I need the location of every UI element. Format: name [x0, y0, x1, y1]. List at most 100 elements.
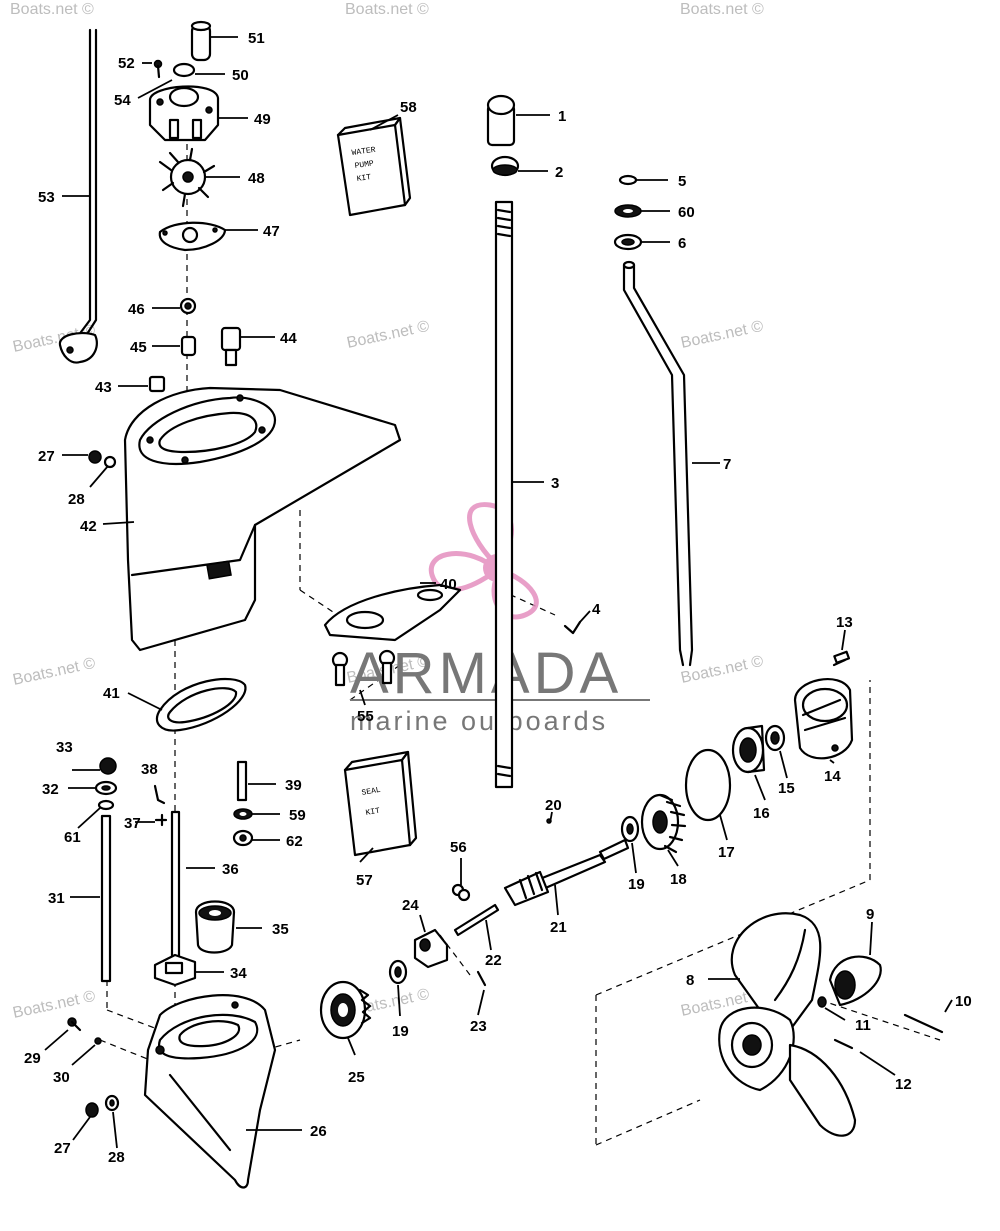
- propeller-8: [718, 912, 857, 1137]
- callout-32: 32: [42, 781, 59, 798]
- callout-4: 4: [592, 601, 601, 618]
- part-37: [154, 813, 168, 827]
- callout-59: 59: [289, 807, 306, 824]
- stud-31: [100, 814, 112, 983]
- clutch-24: [413, 928, 449, 969]
- callout-13: 13: [836, 614, 853, 631]
- part-27-top: [88, 450, 102, 464]
- watermark: Boats.net ©: [10, 1, 94, 18]
- kit-label-line: KIT: [356, 173, 372, 184]
- callout-9: 9: [866, 906, 874, 923]
- pin-22: [453, 903, 500, 937]
- callout-43: 43: [95, 379, 112, 396]
- callout-numbers: 51 52 50 54 49 48 47 46 45 44 43 53 27 2…: [24, 30, 972, 1166]
- part-45: [180, 335, 197, 357]
- part-44: [220, 326, 242, 367]
- part-30: [94, 1037, 102, 1045]
- callout-47: 47: [263, 223, 280, 240]
- bearing-16: [731, 724, 766, 774]
- callout-36: 36: [222, 861, 239, 878]
- water-pump-housing-49: [148, 85, 220, 142]
- gear-case-26: [143, 994, 277, 1189]
- watermark: Boats.net ©: [679, 318, 765, 352]
- part-28-top: [103, 455, 117, 469]
- part-12: [833, 1038, 854, 1050]
- logo-tagline: marine outboards: [350, 706, 608, 736]
- part-46: [179, 297, 197, 315]
- part-6: [613, 233, 643, 251]
- part-19-bottom: [388, 959, 408, 985]
- watermark: Boats.net ©: [11, 988, 97, 1022]
- callout-48: 48: [248, 170, 265, 187]
- callout-49: 49: [254, 111, 271, 128]
- callout-7: 7: [723, 456, 731, 473]
- callout-28: 28: [68, 491, 85, 508]
- seal-kit-box-57: SEAL KIT: [343, 750, 418, 857]
- callout-17: 17: [718, 844, 735, 861]
- part-4: [563, 620, 582, 635]
- part-5: [618, 174, 638, 186]
- part-32: [94, 780, 118, 796]
- part-55: [331, 649, 396, 687]
- gear-25: [319, 980, 372, 1040]
- part-29: [67, 1017, 82, 1032]
- callout-51: 51: [248, 30, 265, 47]
- callout-53: 53: [38, 189, 55, 206]
- callout-11: 11: [855, 1017, 871, 1034]
- callout-45: 45: [130, 339, 147, 356]
- callout-28: 28: [108, 1149, 125, 1166]
- armada-logo: ARMADA marine outboards: [350, 502, 650, 736]
- kit-label-line: PUMP: [354, 159, 374, 171]
- logo-name: ARMADA: [350, 641, 622, 706]
- callout-8: 8: [686, 972, 694, 989]
- callout-35: 35: [272, 921, 289, 938]
- bearing-carrier-14: [793, 678, 854, 760]
- callout-46: 46: [128, 301, 145, 318]
- callout-20: 20: [545, 797, 562, 814]
- part-28-bottom: [104, 1094, 120, 1112]
- part-47: [158, 221, 227, 252]
- callout-55: 55: [357, 708, 374, 725]
- part-56: [451, 883, 471, 902]
- part-40: [323, 583, 462, 642]
- callout-3: 3: [551, 475, 559, 492]
- part-2: [490, 155, 520, 177]
- part-1: [486, 94, 516, 147]
- callout-40: 40: [440, 576, 457, 593]
- part-11: [817, 996, 827, 1008]
- drive-shaft-3: [494, 200, 514, 789]
- callout-6: 6: [678, 235, 686, 252]
- callout-58: 58: [400, 99, 417, 116]
- shift-shaft-36: [170, 810, 181, 959]
- part-43: [148, 375, 166, 393]
- callout-19: 19: [392, 1023, 409, 1040]
- callout-41: 41: [103, 685, 120, 702]
- callout-1: 1: [558, 108, 566, 125]
- part-38: [153, 784, 166, 805]
- callout-18: 18: [670, 871, 687, 888]
- callout-34: 34: [230, 965, 247, 982]
- callout-22: 22: [485, 952, 502, 969]
- callout-19: 19: [628, 876, 645, 893]
- part-15: [764, 724, 786, 752]
- part-35: [194, 900, 236, 954]
- watermark: Boats.net ©: [680, 1, 764, 18]
- gasket-41: [155, 677, 247, 732]
- part-13: [832, 650, 851, 667]
- callout-14: 14: [824, 768, 841, 785]
- callout-60: 60: [678, 204, 695, 221]
- callout-56: 56: [450, 839, 467, 856]
- callout-39: 39: [285, 777, 302, 794]
- propeller-shaft-21: [503, 838, 630, 907]
- water-pump-kit-box-58: WATER PUMP KIT: [336, 116, 412, 217]
- watermark: Boats.net ©: [11, 655, 97, 689]
- part-52: [153, 59, 163, 79]
- shift-rod-7: [622, 260, 694, 667]
- callout-26: 26: [310, 1123, 327, 1140]
- nose-cone-9: [828, 955, 882, 1007]
- watermark: Boats.net ©: [345, 318, 431, 352]
- watermark: Boats.net ©: [679, 653, 765, 687]
- callout-24: 24: [402, 897, 419, 914]
- callout-37: 37: [124, 815, 141, 832]
